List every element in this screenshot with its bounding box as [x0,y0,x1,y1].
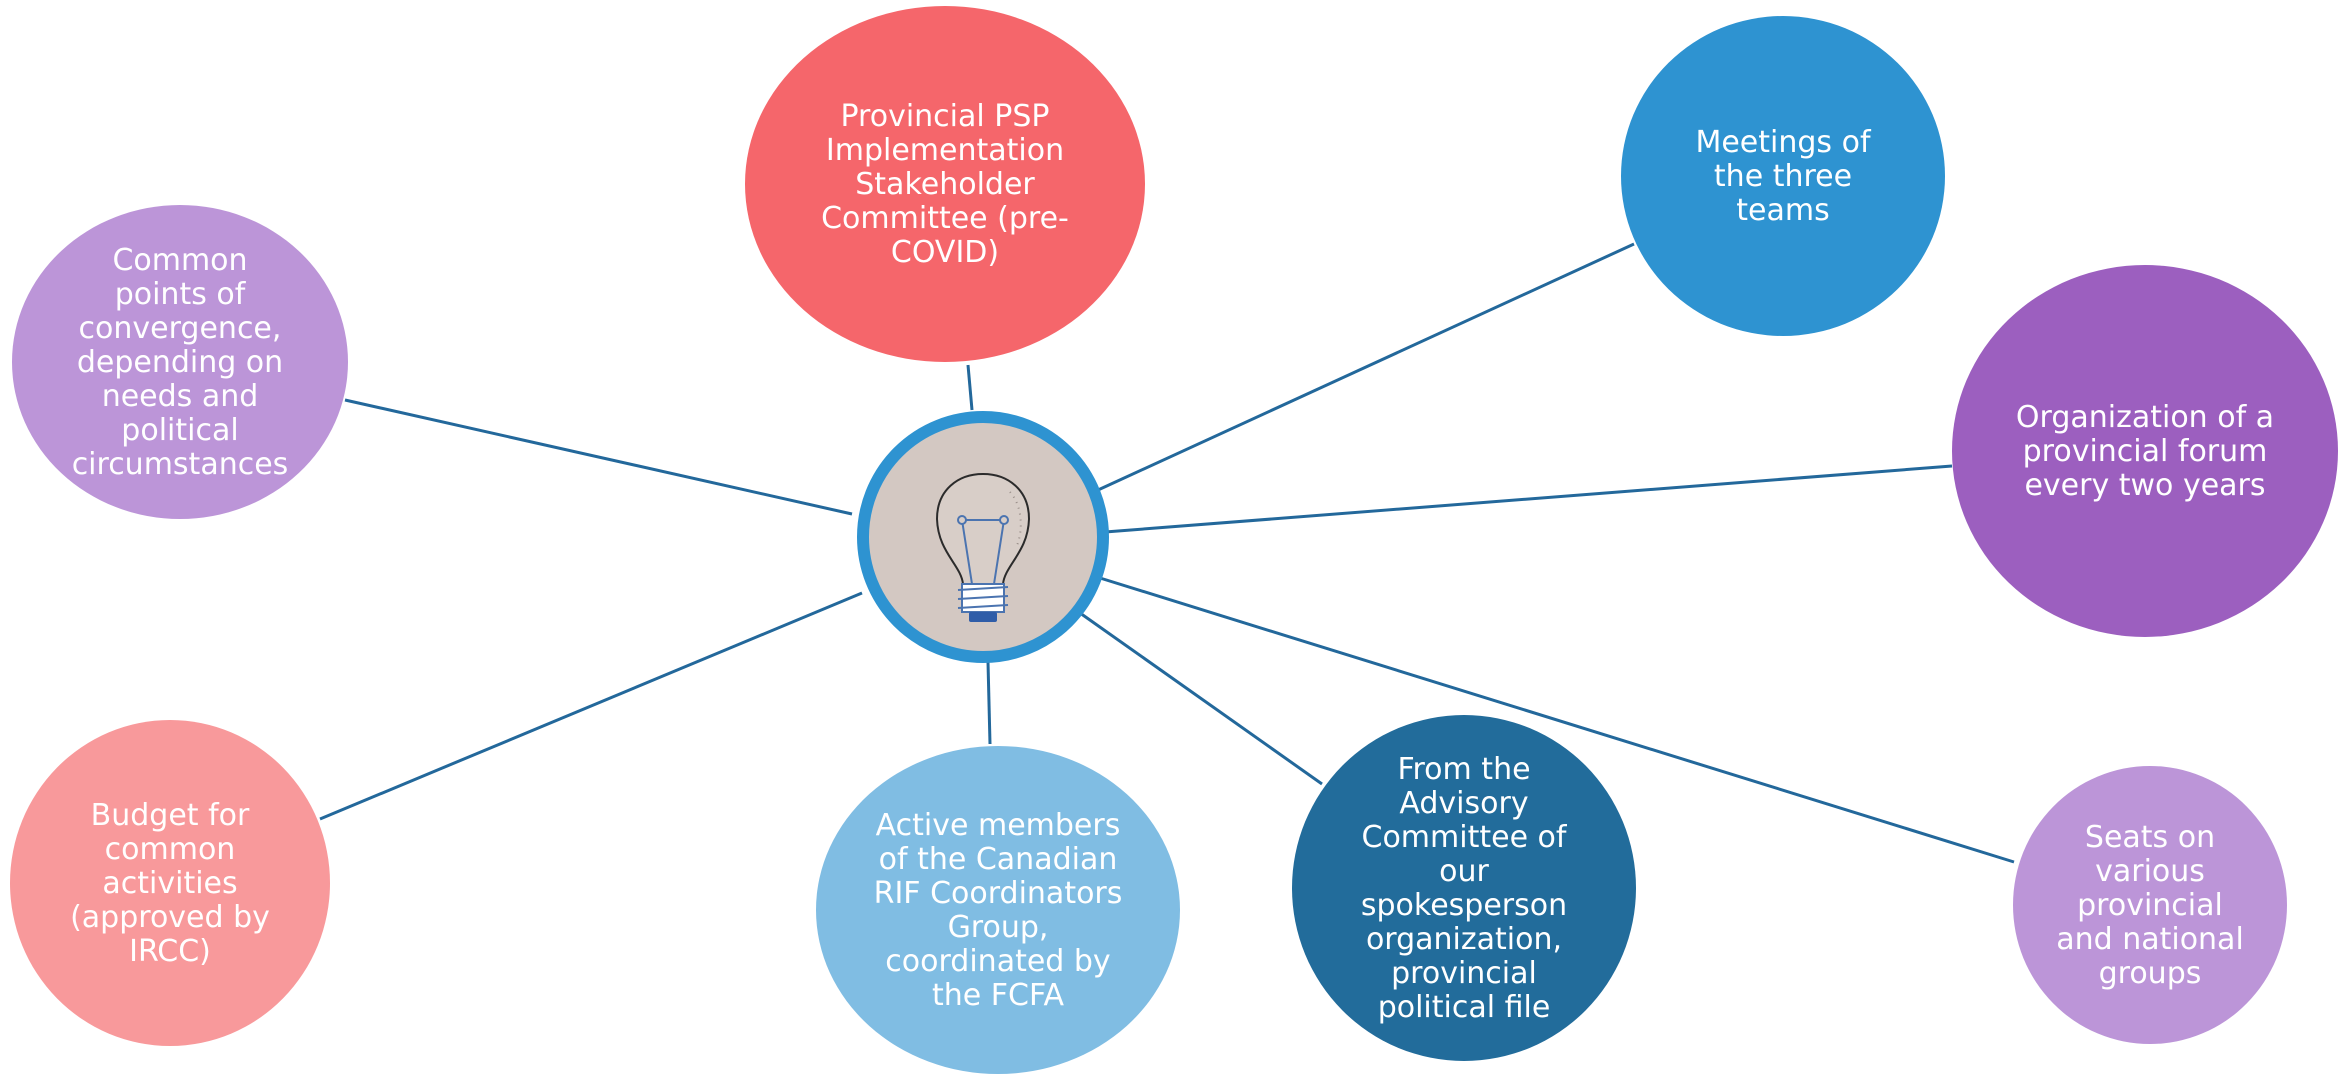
node-forum-line: every two years [2024,468,2265,503]
node-advisory-line: From the [1397,752,1530,787]
node-advisory-line: Advisory [1399,786,1528,821]
node-seats-line: groups [2099,956,2202,991]
connector-convergence [344,398,853,516]
node-convergence-line: depending on [77,345,283,380]
nodes: Provincial PSPImplementationStakeholderC… [10,6,2338,1074]
node-convergence-line: political [121,413,238,448]
node-budget-line: Budget for [91,798,250,833]
node-convergence-line: needs and [102,379,259,414]
node-advisory-line: our [1439,854,1489,889]
node-convergence-line: Common [112,243,247,278]
node-advisory-circle [1292,715,1636,1061]
connector-meetings [1097,242,1635,492]
node-seats-line: various [2095,854,2205,889]
node-advisory-line: spokesperson [1361,888,1567,923]
node-advisory-line: organization, [1366,922,1562,957]
connectors [319,242,2015,864]
node-pspc: Provincial PSPImplementationStakeholderC… [745,6,1145,362]
connector-seats [1099,576,2015,864]
node-convergence-line: points of [115,277,247,312]
node-advisory-line: Committee of [1362,820,1568,855]
node-convergence-circle [12,205,348,519]
node-seats-line: Seats on [2085,820,2215,855]
node-advisory-line: provincial [1391,956,1537,991]
node-rif-line: coordinated by [885,944,1110,979]
hub [857,411,1109,663]
node-rif-line: Active members [876,808,1121,843]
node-budget-line: activities [102,866,237,901]
node-meetings-line: the three [1714,159,1852,194]
node-pspc-line: Stakeholder [855,167,1035,202]
node-rif-line: RIF Coordinators [874,876,1123,911]
node-advisory-line: political file [1378,990,1551,1025]
node-budget-circle [10,720,330,1046]
node-pspc-line: Provincial PSP [840,99,1049,134]
node-seats-circle [2013,766,2287,1044]
connector-pspc [966,364,974,411]
node-rif-line: Group, [948,910,1049,945]
node-forum-line: provincial forum [2023,434,2268,469]
node-convergence-line: circumstances [72,447,289,482]
node-budget-line: common [105,832,236,867]
node-budget-line: IRCC) [129,934,211,969]
node-pspc-line: Committee (pre- [821,201,1069,236]
node-budget-line: (approved by [70,900,270,935]
node-seats-line: provincial [2077,888,2223,923]
node-rif-line: the FCFA [932,978,1064,1013]
node-meetings-line: teams [1736,193,1829,228]
lightbulb-icon [935,472,1031,622]
connector-rif [986,661,992,745]
connector-forum [1104,464,1953,534]
node-forum-line: Organization of a [2016,400,2274,435]
node-meetings-circle [1621,16,1945,336]
connector-budget [319,591,863,821]
node-seats-line: and national [2056,922,2244,957]
node-convergence-line: convergence, [79,311,282,346]
node-pspc-line: COVID) [891,235,999,270]
node-pspc-line: Implementation [826,133,1064,168]
connector-advisory [1079,611,1323,786]
node-rif-line: of the Canadian [879,842,1118,877]
node-meetings-line: Meetings of [1695,125,1871,160]
node-forum-circle [1952,265,2338,637]
node-rif-circle [816,746,1180,1074]
node-pspc-circle [745,6,1145,362]
